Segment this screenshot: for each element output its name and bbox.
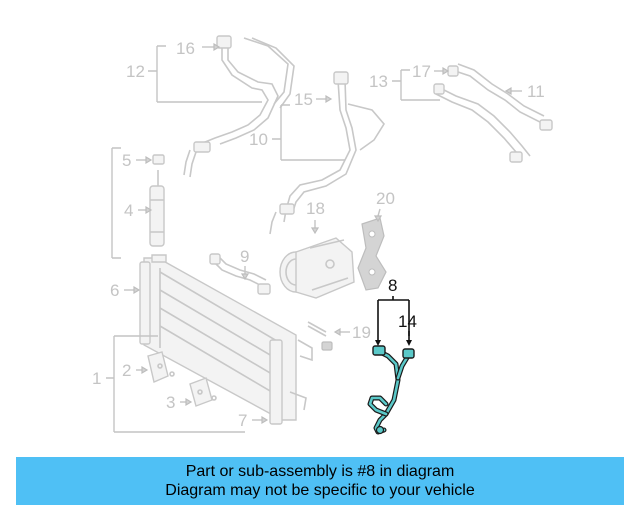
- callout-11: 11: [504, 82, 545, 101]
- hose-line-part-10: [269, 71, 385, 235]
- callout-1: 1: [92, 335, 245, 433]
- callout-16: 16: [176, 39, 221, 58]
- callout-1-label: 1: [92, 369, 101, 388]
- callout-20: 20: [373, 189, 395, 223]
- callout-6: 6: [110, 281, 141, 300]
- ac-hose-part-8[interactable]: [367, 345, 415, 435]
- callout-10-label: 10: [249, 130, 268, 149]
- banner-part-info: Part or sub-assembly is #8 in diagram: [185, 463, 455, 480]
- callout-3-label: 3: [166, 393, 175, 412]
- callout-16-label: 16: [176, 39, 195, 58]
- callout-20-label: 20: [376, 189, 395, 208]
- callout-5: 5: [122, 151, 153, 170]
- callout-18-label: 18: [306, 199, 325, 218]
- callout-12: 12: [126, 45, 262, 103]
- callout-2: 2: [122, 361, 149, 380]
- callout-13-label: 13: [369, 72, 388, 91]
- parts-diagram: 16 12 15 10 13 17: [92, 35, 553, 435]
- condenser-assembly: [139, 254, 313, 425]
- hose-line-part-12: [183, 35, 295, 178]
- callout-3: 3: [166, 393, 193, 412]
- callout-5-label: 5: [122, 151, 131, 170]
- callout-6-label: 6: [110, 281, 119, 300]
- hose-part-9: [209, 253, 271, 295]
- callout-12-label: 12: [126, 62, 145, 81]
- info-banner: Part or sub-assembly is #8 in diagram Di…: [16, 457, 624, 505]
- callout-19: 19: [333, 323, 371, 342]
- banner-disclaimer: Diagram may not be specific to your vehi…: [165, 482, 475, 499]
- callout-17: 17: [412, 62, 450, 81]
- compressor-part-18: [279, 237, 355, 299]
- callout-14: 14: [398, 312, 417, 336]
- callout-17-label: 17: [412, 62, 431, 81]
- callout-18: 18: [306, 199, 325, 235]
- hose-line-part-11: [433, 63, 553, 163]
- callout-11-label: 11: [527, 82, 545, 101]
- callout-9: 9: [240, 247, 249, 281]
- callout-8: 8: [375, 276, 412, 346]
- callout-19-label: 19: [352, 323, 371, 342]
- callout-14-label: 14: [398, 312, 417, 331]
- callout-7-label: 7: [238, 411, 247, 430]
- callout-2-label: 2: [122, 361, 131, 380]
- mount-bracket-part-3: [189, 377, 217, 407]
- callout-4: 4: [124, 201, 153, 220]
- mount-bracket-part-2: [147, 351, 175, 383]
- callout-15-label: 15: [294, 90, 313, 109]
- callout-8-label: 8: [388, 276, 397, 295]
- callout-10: 10: [249, 104, 345, 161]
- callout-4-label: 4: [124, 201, 133, 220]
- callout-15: 15: [294, 90, 333, 109]
- compressor-bracket-part-20: [357, 217, 387, 291]
- callout-9-label: 9: [240, 247, 249, 266]
- receiver-drier-parts-4-5: [111, 147, 165, 259]
- callout-13: 13: [369, 69, 440, 101]
- bolt-part-19: [307, 321, 333, 351]
- callout-7: 7: [238, 411, 269, 430]
